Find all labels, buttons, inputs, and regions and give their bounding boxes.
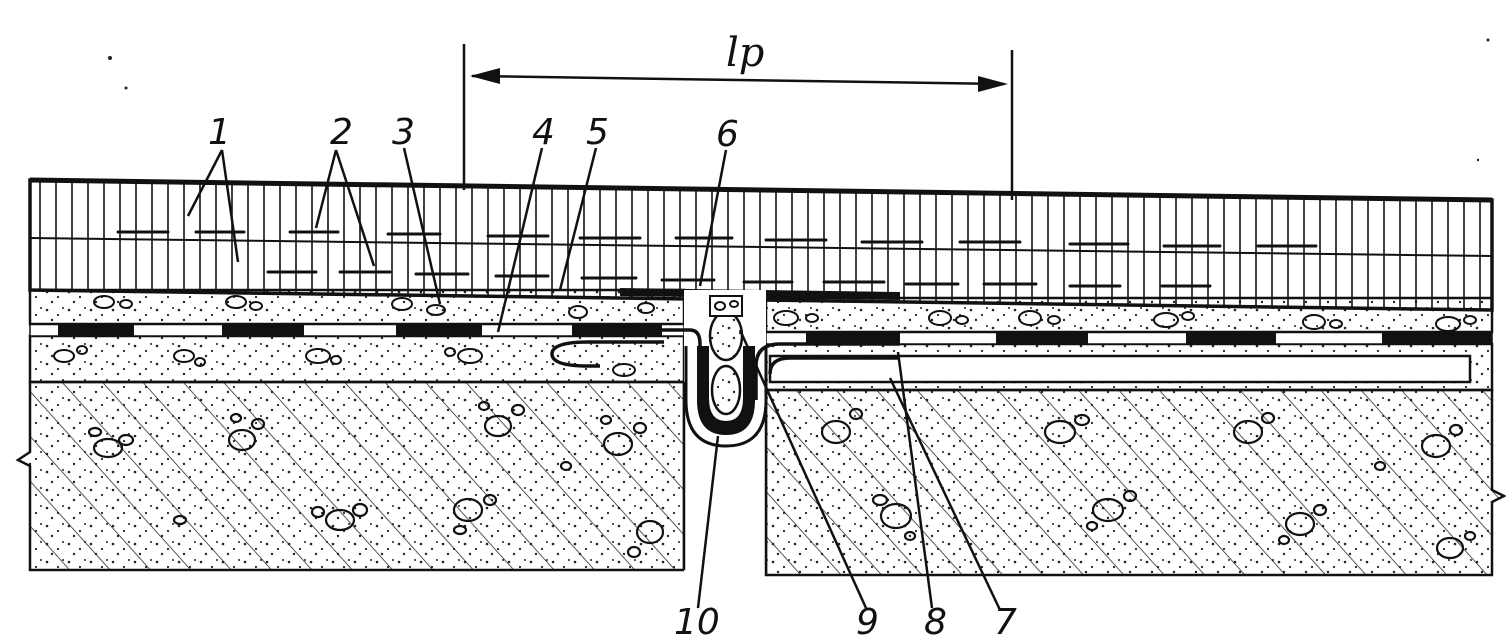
callout-label-2: 2 bbox=[330, 112, 353, 153]
membrane-left bbox=[29, 323, 685, 337]
leader-lines bbox=[186, 147, 1002, 611]
concrete-slab-right bbox=[764, 388, 1506, 577]
covering-layers-1-2 bbox=[28, 177, 1494, 312]
covering-dashes bbox=[116, 230, 1318, 288]
callout-label-10: 10 bbox=[674, 602, 720, 640]
membrane-right bbox=[765, 331, 1493, 345]
membrane-fold-left-4 bbox=[550, 328, 702, 400]
callout-label-9: 9 bbox=[856, 602, 879, 640]
callout-label-7: 7 bbox=[994, 602, 1017, 640]
dimension-label: lp bbox=[726, 30, 764, 76]
paper-specks bbox=[108, 38, 1490, 162]
callout-label-3: 3 bbox=[392, 112, 415, 153]
concrete-aggregate bbox=[87, 400, 1477, 560]
callout-label-1: 1 bbox=[208, 112, 231, 153]
sealant-cap-6 bbox=[709, 295, 743, 317]
dimension-lp bbox=[462, 44, 1014, 200]
separation-layer-7 bbox=[768, 354, 1472, 384]
callout-label-4: 4 bbox=[532, 112, 555, 153]
callout-label-8: 8 bbox=[924, 602, 947, 640]
callout-label-5: 5 bbox=[586, 112, 609, 153]
upper-screed-aggregate bbox=[93, 295, 1477, 332]
concrete-slab-left bbox=[15, 380, 686, 572]
callout-label-6: 6 bbox=[716, 114, 739, 155]
